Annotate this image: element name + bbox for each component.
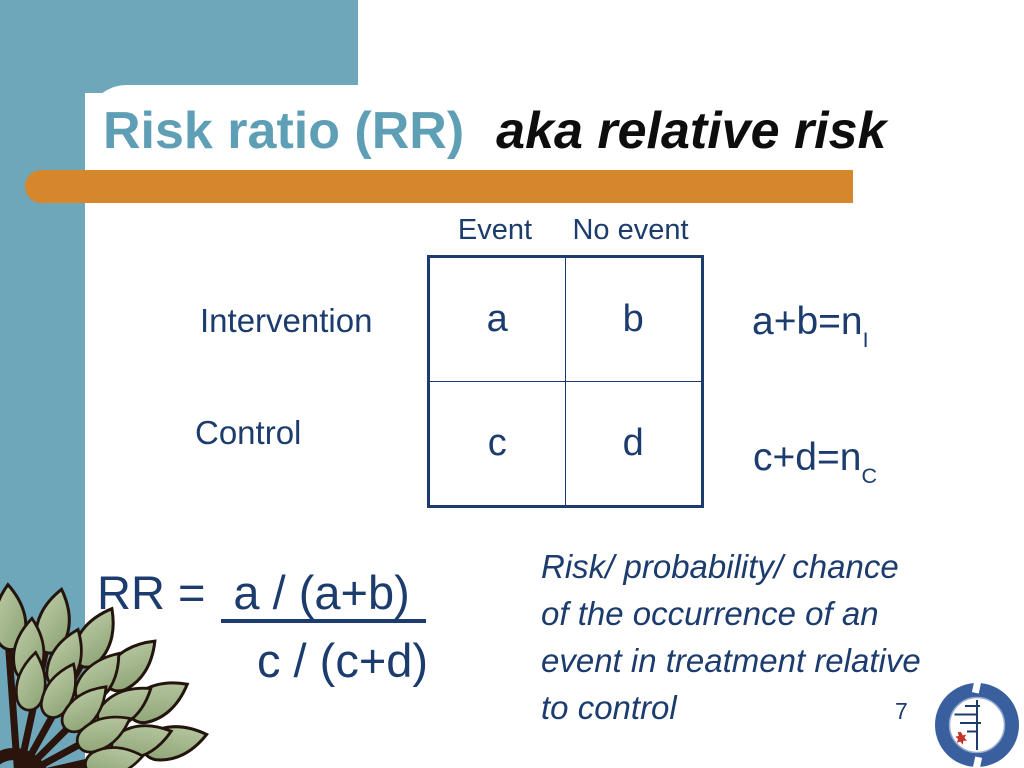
cell-c: c [430, 381, 566, 505]
row-total-intervention-subscript: I [862, 327, 869, 352]
rr-formula: RR = a / (a+b) c / (c+d) [97, 566, 429, 687]
note-line-3: event in treatment relative [541, 642, 921, 679]
row-header-intervention: Intervention [200, 302, 373, 339]
title-aka: aka relative risk [496, 102, 887, 160]
contingency-table: a b c d [427, 255, 704, 508]
top-teal-block [0, 0, 358, 93]
note-line-2: of the occurrence of an [541, 595, 879, 632]
note-line-4: to control [541, 689, 677, 726]
tree-icon [0, 582, 210, 768]
logo-forest-plot [954, 700, 981, 750]
cell-b: b [565, 258, 701, 382]
orange-accent-bar [25, 170, 853, 203]
rr-formula-numerator: a / (a+b) [221, 569, 426, 623]
tree-hub [0, 748, 47, 768]
slide-title: Risk ratio (RR) aka relative risk [103, 103, 886, 159]
rr-formula-top-row: RR = a / (a+b) [97, 566, 428, 623]
maple-leaf-icon [955, 732, 967, 745]
cell-a: a [430, 258, 566, 382]
rr-formula-denominator: c / (c+d) [257, 634, 429, 687]
title-main: Risk ratio (RR) [103, 102, 465, 160]
column-header-event: Event [457, 214, 533, 246]
row-header-control: Control [195, 414, 302, 451]
row-total-intervention: a+b=nI [752, 300, 869, 352]
rr-formula-lhs: RR = [97, 566, 206, 619]
logo-ring-gap-bottom [971, 756, 983, 768]
cochrane-logo-icon [935, 680, 1019, 768]
row-total-control-expression: c+d=n [753, 436, 862, 479]
logo-ring-gap-top [971, 680, 983, 694]
row-total-intervention-expression: a+b=n [752, 300, 863, 343]
page-number: 7 [895, 698, 908, 724]
tree-leaves [0, 582, 210, 768]
definition-note: Risk/ probability/ chance of the occurre… [541, 543, 921, 731]
row-total-control-subscript: C [861, 463, 877, 488]
note-line-1: Risk/ probability/ chance [541, 548, 899, 585]
row-total-control: c+d=nC [753, 436, 877, 488]
cell-d: d [622, 421, 644, 464]
column-header-no-event: No event [572, 214, 689, 246]
